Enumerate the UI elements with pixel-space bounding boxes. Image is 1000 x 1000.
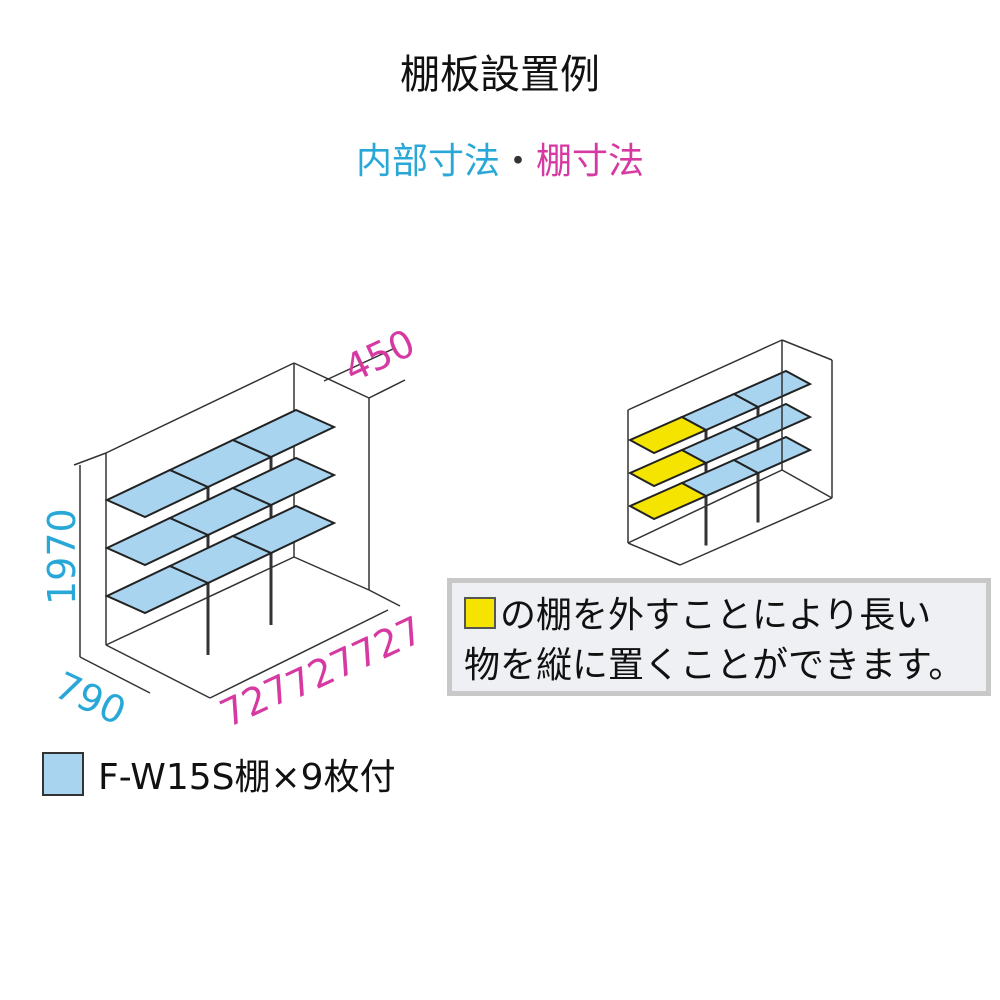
shelf-board [731, 402, 813, 442]
note-box: の棚を外すことにより長い 物を縦に置くことができます。 [447, 578, 991, 696]
left-shelves [104, 408, 337, 655]
left-frame [73, 347, 406, 699]
right-frame [627, 339, 833, 566]
subtitle-separator: ・ [499, 141, 536, 182]
subtitle-shelf-dimensions: 棚寸法 [536, 141, 645, 182]
note-line-1: の棚を外すことにより長い [464, 591, 986, 641]
note-line-1-text: の棚を外すことにより長い [500, 595, 932, 636]
subtitle-inner-dimensions: 内部寸法 [355, 141, 500, 182]
shelf-depth-dimension: 450 [337, 321, 421, 392]
note-line-2: 物を縦に置くことができます。 [464, 645, 965, 686]
blue-swatch-icon [42, 752, 84, 796]
shelf-board [230, 456, 337, 507]
legend: F-W15S棚×9枚付 [42, 748, 396, 800]
depth-dimension: 790 [48, 663, 132, 734]
page-title: 棚板設置例 [400, 52, 600, 98]
shelf-board [731, 369, 813, 409]
yellow-swatch-icon [464, 597, 496, 629]
shelf-board [731, 435, 813, 475]
shelf-board [230, 504, 337, 555]
right-shelves [627, 369, 813, 546]
shelf-width-dimension-3: 727 [345, 608, 429, 679]
height-dimension: 1970 [40, 508, 84, 605]
legend-label: F-W15S棚×9枚付 [98, 757, 396, 798]
shelf-board [230, 408, 337, 459]
subtitle: 内部寸法・棚寸法 [0, 132, 1000, 184]
